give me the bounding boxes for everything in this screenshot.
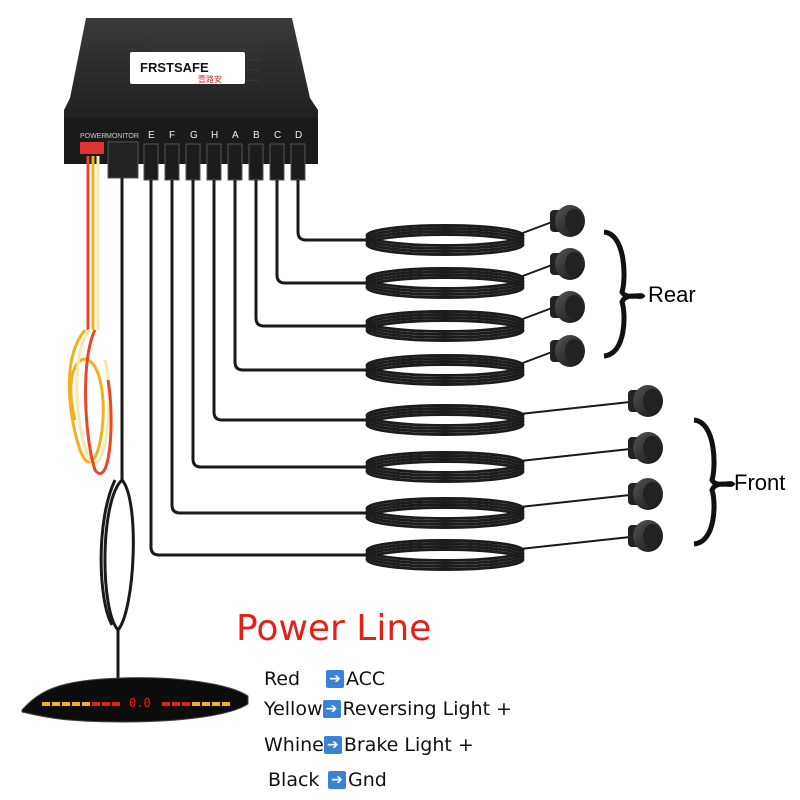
legend-row-yellow: Yellow ➔ Reversing Light +	[264, 698, 512, 720]
arrow-icon: ➔	[328, 771, 346, 789]
legend-row-red: Red ➔ ACC	[264, 668, 385, 690]
legend-color-red: Red	[264, 668, 301, 690]
connector-b	[248, 143, 264, 181]
led-bar	[212, 702, 220, 706]
brand-logo-subtext: 壹路安	[198, 74, 222, 84]
legend-target-reversing: Reversing Light +	[342, 698, 512, 720]
sensor-cables	[149, 180, 663, 571]
sensor-cable-d	[296, 180, 585, 256]
legend-color-black: Black	[268, 769, 320, 791]
led-bar	[192, 702, 200, 706]
brand-logo-text: FRSTSAFE	[140, 60, 209, 75]
led-bar	[112, 702, 120, 706]
rear-bracket	[603, 229, 646, 359]
sensor-cable-a	[233, 180, 585, 386]
led-bar	[222, 702, 230, 706]
sensor-cable-c	[275, 180, 585, 299]
connector-a	[227, 143, 243, 181]
sensor-cable-b	[254, 180, 585, 342]
front-bracket	[693, 417, 736, 547]
legend-color-white: Whine	[264, 734, 324, 756]
led-bar	[182, 702, 190, 706]
legend-color-yellow: Yellow	[264, 698, 323, 720]
rear-group-label: Rear	[648, 282, 696, 307]
legend-target-brake: Brake Light +	[343, 734, 474, 756]
distance-display: 0.0	[21, 677, 249, 723]
channel-label-c: C	[274, 130, 281, 141]
led-bar	[92, 702, 100, 706]
legend-target-acc: ACC	[346, 668, 386, 690]
display-cable	[99, 178, 135, 680]
sensor-cable-f	[170, 180, 663, 529]
sensor-cable-g	[191, 180, 663, 483]
led-bar	[62, 702, 70, 706]
led-bar	[162, 702, 170, 706]
led-bar	[42, 702, 50, 706]
led-bar	[202, 702, 210, 706]
arrow-icon: ➔	[322, 700, 341, 718]
connector-h	[206, 143, 222, 181]
legend-row-white: Whine ➔ Brake Light +	[264, 734, 474, 756]
control-box: FRSTSAFE 壹路安 POWER MONITOR E F G H A B C D	[64, 18, 318, 181]
connector-g	[185, 143, 201, 181]
channel-label-d: D	[295, 130, 302, 141]
channel-label-a: A	[232, 130, 239, 141]
sensor-cable-e	[149, 180, 663, 571]
legend-target-gnd: Gnd	[348, 769, 387, 791]
sensor-cable-h	[212, 180, 663, 436]
channel-connectors	[143, 143, 306, 181]
led-bar	[52, 702, 60, 706]
power-harness	[67, 156, 113, 475]
connector-c	[269, 143, 285, 181]
display-digits: 0.0	[129, 696, 151, 710]
display-led-bars	[42, 702, 230, 706]
power-line-title: Power Line	[236, 608, 432, 649]
front-group-label: Front	[734, 470, 786, 495]
power-port-label: POWER	[80, 133, 106, 140]
led-bar	[172, 702, 180, 706]
arrow-icon: ➔	[326, 670, 344, 688]
channel-label-f: F	[169, 130, 175, 141]
connector-e	[143, 143, 159, 181]
led-bar	[72, 702, 80, 706]
channel-label-b: B	[253, 130, 260, 141]
monitor-port-label: MONITOR	[106, 133, 139, 140]
channel-label-h: H	[211, 130, 218, 141]
connector-d	[290, 143, 306, 181]
channel-label-e: E	[148, 130, 155, 141]
led-bar	[102, 702, 110, 706]
connector-f	[164, 143, 180, 181]
legend-row-black: Black ➔ Gnd	[268, 769, 387, 791]
arrow-icon: ➔	[323, 736, 342, 754]
led-bar	[82, 702, 90, 706]
channel-label-g: G	[190, 130, 198, 141]
